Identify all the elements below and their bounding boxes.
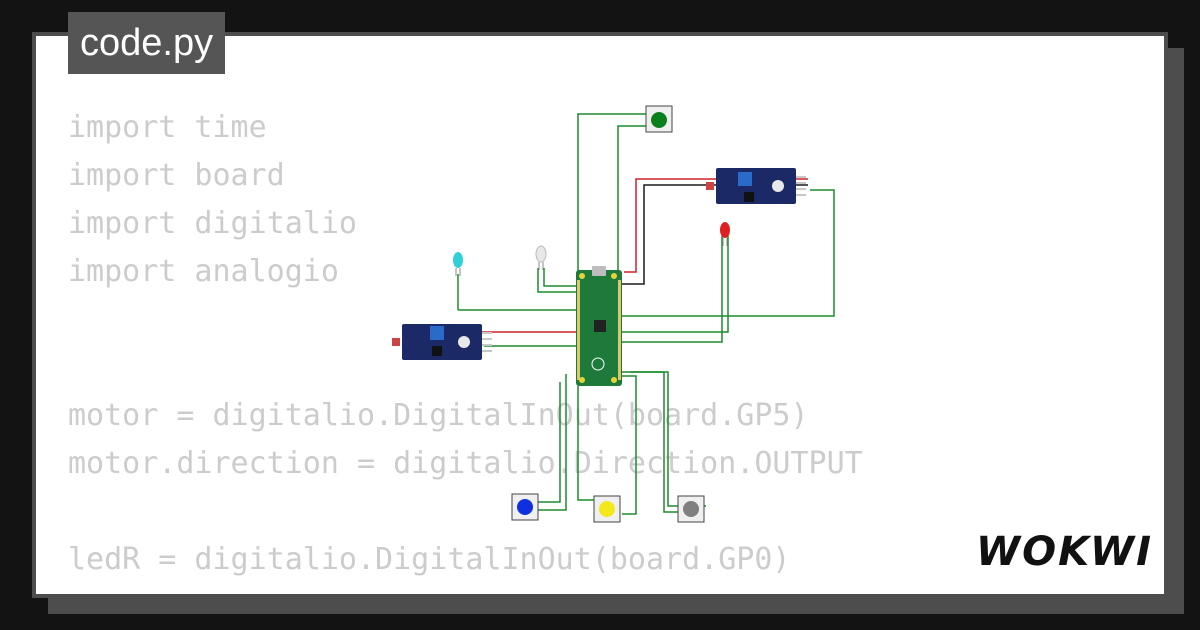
wire: [577, 386, 604, 501]
wire: [536, 382, 561, 503]
wire: [536, 374, 567, 511]
sensor-module-top-right[interactable]: [706, 168, 806, 204]
code-line: motor = digitalio.DigitalInOut(board.GP5…: [68, 398, 809, 433]
code-line: ledG = digitalio.DigitalInOut(board.GP1): [68, 584, 863, 594]
led-cyan[interactable]: [453, 252, 463, 276]
wire: [617, 125, 646, 282]
code-line: import analogio: [68, 254, 339, 289]
pushbutton-gray[interactable]: [677, 495, 705, 523]
wire: [614, 375, 637, 515]
wire: [577, 113, 646, 282]
wire: [543, 268, 576, 287]
wire: [630, 371, 706, 507]
wires-green: [457, 113, 835, 515]
led-red[interactable]: [720, 222, 730, 246]
pushbutton-green[interactable]: [645, 105, 673, 133]
wokwi-logo-text: WOKWI: [976, 529, 1154, 575]
pushbutton-blue[interactable]: [511, 493, 539, 521]
wire: [622, 371, 682, 513]
preview-card: import time import board import digitalio i…: [36, 36, 1164, 594]
code-line: ledR = digitalio.DigitalInOut(board.GP0): [68, 542, 791, 577]
pico-board[interactable]: [576, 266, 622, 386]
code-line: import time: [68, 110, 267, 145]
code-listing: import time import board import digitalio i…: [68, 104, 863, 594]
wire: [622, 236, 729, 333]
sensor-module-left[interactable]: [392, 324, 492, 360]
wire: [622, 236, 723, 343]
led-white[interactable]: [535, 245, 547, 270]
code-line: import digitalio: [68, 206, 357, 241]
code-line: import board: [68, 158, 285, 193]
circuit-diagram: [392, 105, 835, 523]
wokwi-logo: WOKWI: [976, 528, 1152, 576]
code-line: motor.direction = digitalio.Direction.OU…: [68, 446, 863, 481]
file-title: code.py: [68, 12, 226, 74]
pushbutton-yellow[interactable]: [593, 495, 621, 523]
wire: [537, 268, 576, 293]
